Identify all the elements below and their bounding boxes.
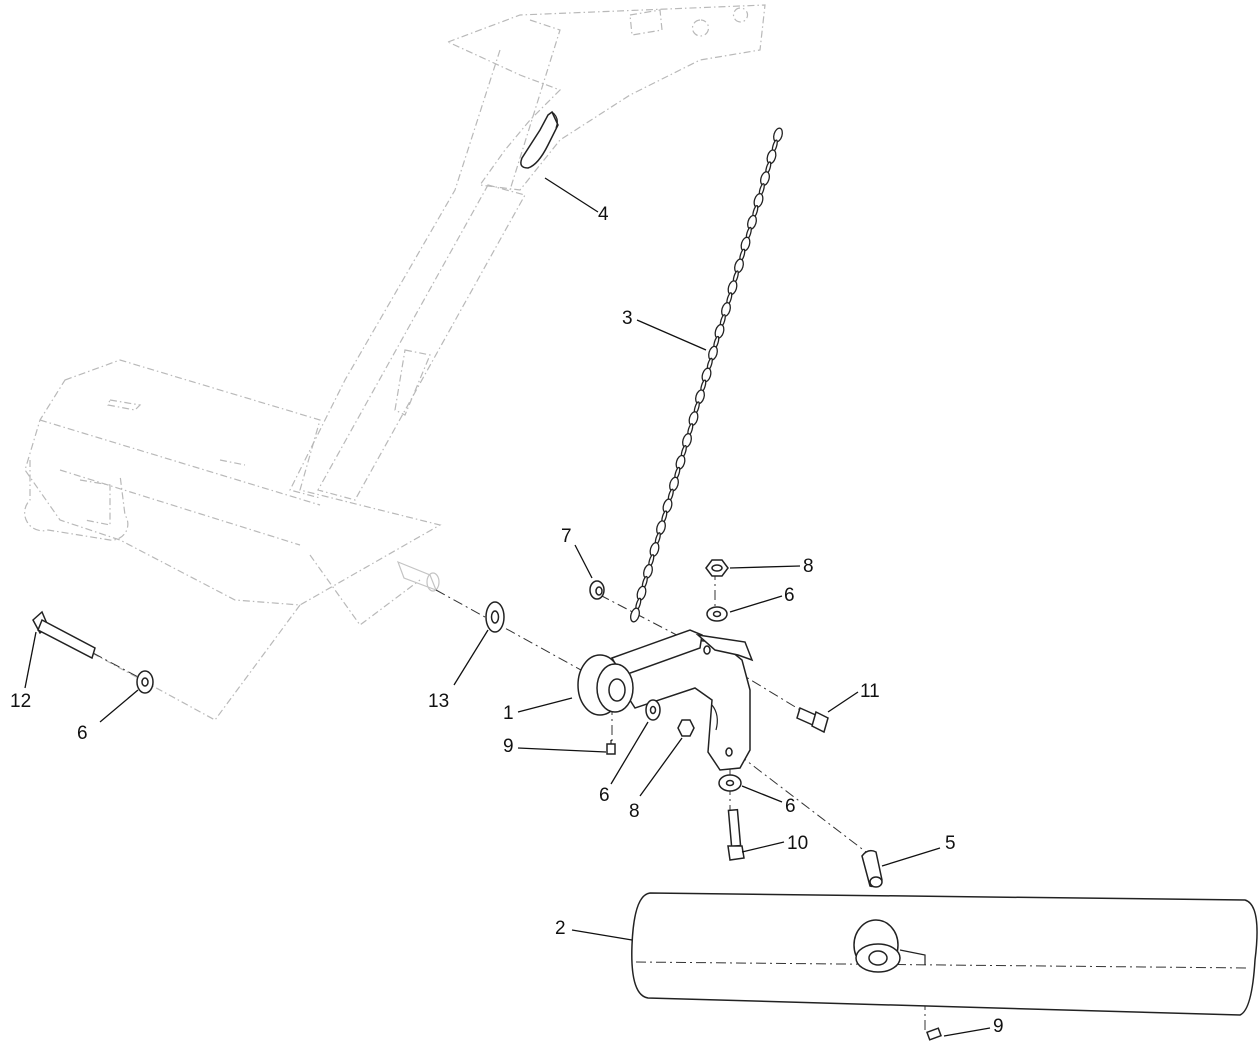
chain-link — [669, 476, 679, 492]
chain-link — [766, 149, 777, 165]
callout-4: 4 — [598, 204, 609, 225]
chain-link — [656, 520, 666, 536]
chain-link — [773, 127, 783, 143]
callout-6-center: 6 — [599, 785, 610, 806]
leader-lines — [24, 177, 991, 1037]
hardware-parts — [32, 559, 942, 1041]
ghost-frame — [24, 4, 766, 721]
callout-11: 11 — [860, 681, 880, 702]
hitch-pin-clip-part — [520, 110, 559, 169]
chain-link — [675, 454, 686, 470]
bolt-10 — [727, 808, 745, 861]
chain-link — [630, 607, 640, 623]
chain-link — [662, 498, 673, 514]
chain-link — [747, 214, 757, 230]
callout-7: 7 — [561, 526, 572, 547]
bolt-12 — [32, 610, 96, 660]
chain-link — [695, 389, 705, 405]
callout-labels: 4 3 7 8 6 11 12 6 13 1 9 6 8 6 10 5 2 9 — [10, 204, 1004, 1037]
chain-link — [740, 236, 751, 252]
callout-13: 13 — [428, 691, 449, 712]
callout-2: 2 — [555, 918, 566, 939]
chain-link — [682, 433, 692, 448]
nut-8-top — [705, 559, 729, 577]
roller-part — [631, 892, 1258, 1016]
grease-fitting-9-bottom — [926, 1027, 942, 1041]
callout-5: 5 — [945, 833, 956, 854]
chain-link — [649, 542, 660, 557]
grease-fitting-9-top — [606, 740, 616, 755]
chain-link — [753, 193, 764, 208]
callout-9-top: 9 — [503, 736, 514, 757]
chain-link — [721, 302, 731, 317]
pivot-bracket-part — [577, 629, 754, 771]
bushing-7 — [589, 580, 605, 600]
callout-12: 12 — [10, 691, 31, 712]
large-washer-part — [485, 601, 505, 633]
chain-link — [734, 258, 744, 274]
bolt-11 — [796, 706, 829, 734]
chain-link — [714, 323, 725, 339]
chain-link — [760, 171, 770, 187]
callout-3: 3 — [622, 308, 633, 329]
callout-9-bottom: 9 — [993, 1016, 1004, 1037]
nut-8-center — [677, 719, 695, 737]
chain-part — [630, 127, 783, 623]
callout-6-lower: 6 — [785, 796, 796, 817]
callout-8-center: 8 — [629, 801, 640, 822]
callout-1: 1 — [503, 703, 514, 724]
chain-link — [688, 411, 699, 427]
chain-link — [727, 280, 738, 296]
chain-link — [708, 345, 718, 361]
callout-6-top: 6 — [784, 585, 795, 606]
chain-link — [636, 585, 647, 601]
callout-6-left: 6 — [77, 723, 88, 744]
chain-link — [701, 367, 712, 383]
spacer-5 — [861, 849, 883, 888]
chain-link — [643, 563, 653, 579]
callout-8-top: 8 — [803, 556, 814, 577]
callout-10: 10 — [787, 833, 808, 854]
